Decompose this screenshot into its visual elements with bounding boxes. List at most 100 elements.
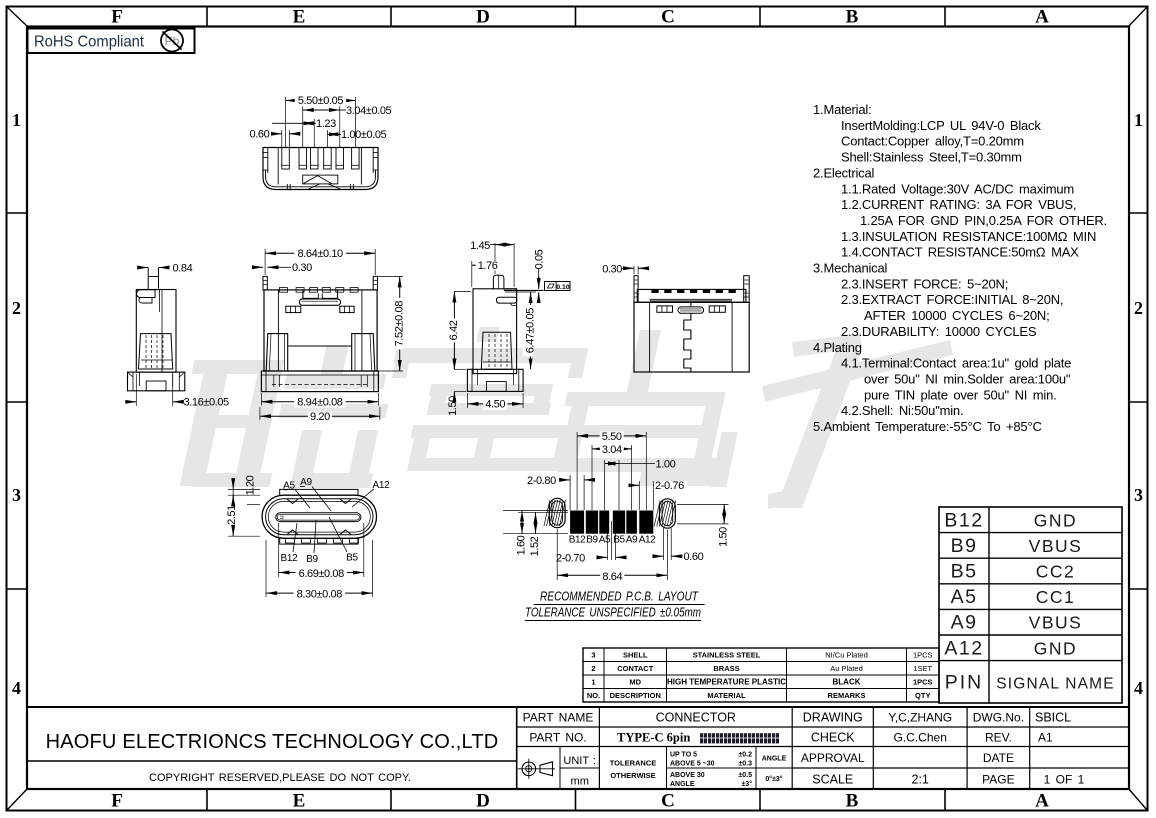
svg-text:0.30: 0.30	[602, 263, 622, 275]
svg-text:TYPE-C 6pin: TYPE-C 6pin	[617, 731, 690, 745]
svg-text:UP TO 5: UP TO 5	[670, 752, 697, 759]
svg-text:3.04±0.05: 3.04±0.05	[346, 105, 392, 117]
svg-text:7.52±0.08: 7.52±0.08	[393, 301, 405, 347]
svg-text:pure TIN plate over 50u" NI mi: pure TIN plate over 50u" NI min.	[864, 387, 1057, 402]
svg-text:HAOFU ELECTRIONCS TECHNOLOGY C: HAOFU ELECTRIONCS TECHNOLOGY CO.,LTD	[46, 731, 499, 753]
svg-text:1.Material:: 1.Material:	[813, 102, 872, 117]
svg-text:GND: GND	[1034, 510, 1077, 530]
svg-text:B12: B12	[944, 509, 983, 531]
svg-text:CONNECTOR: CONNECTOR	[656, 711, 736, 725]
svg-text:B5: B5	[951, 561, 978, 583]
svg-text:AFTER 10000 CYCLES 6~20N;: AFTER 10000 CYCLES 6~20N;	[864, 308, 1050, 323]
svg-text:6.47±0.05: 6.47±0.05	[524, 308, 536, 354]
svg-text:CC1: CC1	[1036, 587, 1076, 607]
svg-text:8.94±0.08: 8.94±0.08	[297, 396, 343, 408]
svg-text:0°±3°: 0°±3°	[765, 775, 782, 783]
svg-text:BRASS: BRASS	[713, 664, 739, 673]
svg-text:3: 3	[12, 485, 21, 505]
svg-text:ABOVE 30: ABOVE 30	[670, 772, 705, 779]
svg-text:1 OF 1: 1 OF 1	[1044, 773, 1085, 787]
svg-text:3: 3	[591, 650, 595, 659]
svg-text:MATERIAL: MATERIAL	[707, 691, 746, 700]
svg-text:1PCS: 1PCS	[913, 650, 933, 659]
svg-text:2: 2	[591, 664, 595, 673]
svg-text:1.00: 1.00	[656, 458, 676, 470]
svg-text:B9: B9	[586, 535, 598, 546]
svg-text:DRAWING: DRAWING	[803, 711, 863, 725]
svg-text:A9: A9	[300, 477, 312, 488]
svg-text:QTY: QTY	[915, 691, 930, 700]
svg-text:B12: B12	[281, 553, 299, 564]
svg-text:PART NO.: PART NO.	[529, 731, 586, 745]
svg-text:B5: B5	[346, 553, 358, 564]
svg-text:2.Electrical: 2.Electrical	[813, 165, 874, 180]
svg-text:D: D	[476, 7, 490, 28]
svg-text:1.76: 1.76	[478, 260, 498, 272]
svg-text:PIN: PIN	[945, 671, 984, 693]
svg-text:DWG.No.: DWG.No.	[973, 711, 1024, 725]
svg-text:1.50: 1.50	[718, 527, 730, 547]
svg-text:1: 1	[12, 110, 21, 130]
svg-text:A12: A12	[639, 535, 656, 546]
svg-text:4: 4	[1134, 678, 1143, 698]
svg-text:1.50: 1.50	[447, 396, 459, 416]
svg-text:±0.5: ±0.5	[738, 772, 752, 779]
svg-text:1SET: 1SET	[913, 664, 932, 673]
svg-text:ABOVE 5 ~30: ABOVE 5 ~30	[670, 761, 715, 768]
svg-text:B: B	[846, 7, 859, 28]
svg-text:G.C.Chen: G.C.Chen	[894, 731, 947, 745]
svg-text:InsertMolding:LCP UL 94V-0 Bla: InsertMolding:LCP UL 94V-0 Black	[841, 118, 1041, 133]
svg-text:D: D	[476, 791, 490, 812]
svg-text:2.3.EXTRACT FORCE:INITIAL 8~20: 2.3.EXTRACT FORCE:INITIAL 8~20N,	[841, 292, 1063, 307]
svg-text:1.4.CONTACT RESISTANCE:50mΩ MA: 1.4.CONTACT RESISTANCE:50mΩ MAX	[841, 245, 1079, 260]
svg-text:1.00±0.05: 1.00±0.05	[341, 129, 387, 141]
svg-text:DESCRIPTION: DESCRIPTION	[610, 691, 661, 700]
svg-text:1: 1	[591, 677, 595, 686]
svg-text:3.04: 3.04	[602, 444, 622, 456]
svg-text:1.1.Rated Voltage:30V AC/DC ma: 1.1.Rated Voltage:30V AC/DC maximum	[841, 181, 1074, 196]
svg-text:STAINLESS STEEL: STAINLESS STEEL	[693, 650, 761, 659]
svg-text:PAGE: PAGE	[982, 773, 1014, 787]
svg-text:2: 2	[12, 298, 21, 318]
svg-text:1.20: 1.20	[245, 475, 257, 495]
svg-text:2.51: 2.51	[226, 505, 238, 525]
svg-text:NI/Cu Plated: NI/Cu Plated	[825, 650, 868, 659]
svg-text:1.23: 1.23	[316, 118, 336, 130]
svg-text:APPROVAL: APPROVAL	[801, 751, 865, 765]
svg-text:Shell:Stainless Steel,T=0.30mm: Shell:Stainless Steel,T=0.30mm	[841, 150, 1022, 165]
svg-text:B12: B12	[569, 535, 586, 546]
svg-text:A9: A9	[626, 535, 638, 546]
svg-text:A5: A5	[951, 586, 978, 608]
svg-text:8.64: 8.64	[602, 571, 622, 583]
svg-text:NO.: NO.	[587, 691, 600, 700]
svg-text:TOLERANCE UNSPECIFIED ±0.05mm: TOLERANCE UNSPECIFIED ±0.05mm	[525, 605, 701, 620]
svg-text:±3°: ±3°	[741, 780, 752, 788]
svg-text:UNIT :: UNIT :	[563, 755, 596, 767]
svg-text:A: A	[1035, 791, 1049, 812]
svg-text:1.2.CURRENT RATING: 3A FOR VBU: 1.2.CURRENT RATING: 3A FOR VBUS,	[841, 197, 1076, 212]
svg-text:B9: B9	[951, 535, 978, 557]
svg-text:B: B	[846, 791, 859, 812]
svg-text:ANGLE: ANGLE	[670, 781, 695, 788]
svg-text:0.60: 0.60	[684, 551, 704, 563]
svg-text:±0.3: ±0.3	[738, 761, 752, 768]
svg-text:Y,C,ZHANG: Y,C,ZHANG	[888, 711, 952, 725]
svg-text:2.3.INSERT FORCE: 5~20N;: 2.3.INSERT FORCE: 5~20N;	[841, 276, 1008, 291]
svg-text:SBICL: SBICL	[1035, 711, 1071, 725]
svg-text:2:1: 2:1	[912, 773, 929, 787]
svg-text:1.60: 1.60	[516, 535, 528, 555]
svg-text:8.64±0.10: 8.64±0.10	[298, 248, 344, 260]
svg-text:2: 2	[1134, 298, 1143, 318]
svg-text:CHECK: CHECK	[811, 731, 855, 745]
svg-text:A5: A5	[599, 535, 611, 546]
svg-text:VBUS: VBUS	[1029, 536, 1083, 556]
svg-text:SHELL: SHELL	[623, 650, 648, 659]
svg-text:2-0.80: 2-0.80	[527, 475, 556, 487]
svg-text:Contact:Copper alloy,T=0.20mm: Contact:Copper alloy,T=0.20mm	[841, 134, 1024, 149]
svg-text:F: F	[111, 791, 123, 812]
svg-text:3.Mechanical: 3.Mechanical	[813, 261, 888, 276]
svg-text:mm: mm	[571, 776, 589, 788]
svg-text:C: C	[661, 7, 675, 28]
svg-text:1.52: 1.52	[529, 536, 541, 556]
svg-text:OTHERWISE: OTHERWISE	[610, 771, 655, 780]
